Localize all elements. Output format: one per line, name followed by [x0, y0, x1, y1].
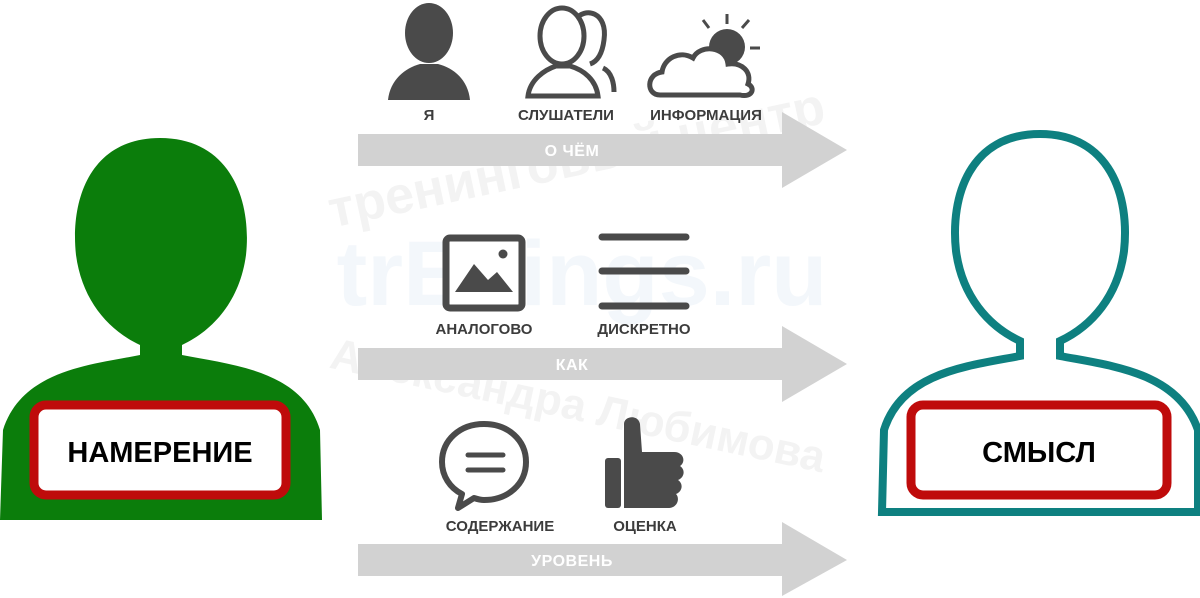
- row-1: Я СЛУШАТЕЛИ ИНФОРМАЦИЯ О ЧЁМ: [358, 3, 847, 188]
- right-badge: [906, 400, 1172, 500]
- row-3-label-1: ОЦЕНКА: [613, 518, 677, 535]
- row-1-label-0: Я: [424, 107, 435, 124]
- row-2-label-0: АНАЛОГОВО: [436, 321, 533, 338]
- left-badge-text: НАМЕРЕНИЕ: [67, 437, 252, 469]
- row-3-label-0: СОДЕРЖАНИЕ: [446, 518, 554, 535]
- row-1-arrow-label: О ЧЁМ: [545, 142, 600, 160]
- right-person: СМЫСЛ: [877, 129, 1200, 516]
- watermark-site: trEnings.ru: [337, 223, 828, 325]
- row-3: СОДЕРЖАНИЕ ОЦЕНКА УРОВЕНЬ: [358, 417, 847, 596]
- weather-icon: [647, 14, 760, 99]
- row-3-arrow: [358, 522, 847, 596]
- row-3-arrow-label: УРОВЕНЬ: [531, 553, 613, 570]
- text-lines-icon: [598, 233, 690, 310]
- row-2-arrow: [358, 326, 847, 402]
- group-icon: [525, 5, 617, 99]
- image-icon: [442, 234, 526, 312]
- left-badge: [29, 400, 291, 500]
- row-2-label-1: ДИСКРЕТНО: [597, 321, 690, 338]
- row-1-arrow: [358, 112, 847, 188]
- row-2-arrow-label: КАК: [556, 357, 589, 374]
- thumbs-up-icon: [605, 417, 684, 508]
- speech-bubble-icon: [439, 421, 529, 511]
- right-badge-text: СМЫСЛ: [982, 437, 1096, 469]
- left-person: НАМЕРЕНИЕ: [0, 138, 322, 520]
- row-1-label-1: СЛУШАТЕЛИ: [518, 107, 614, 124]
- row-1-label-2: ИНФОРМАЦИЯ: [650, 107, 762, 124]
- row-2: АНАЛОГОВО ДИСКРЕТНО КАК: [358, 233, 847, 402]
- person-icon: [388, 3, 470, 100]
